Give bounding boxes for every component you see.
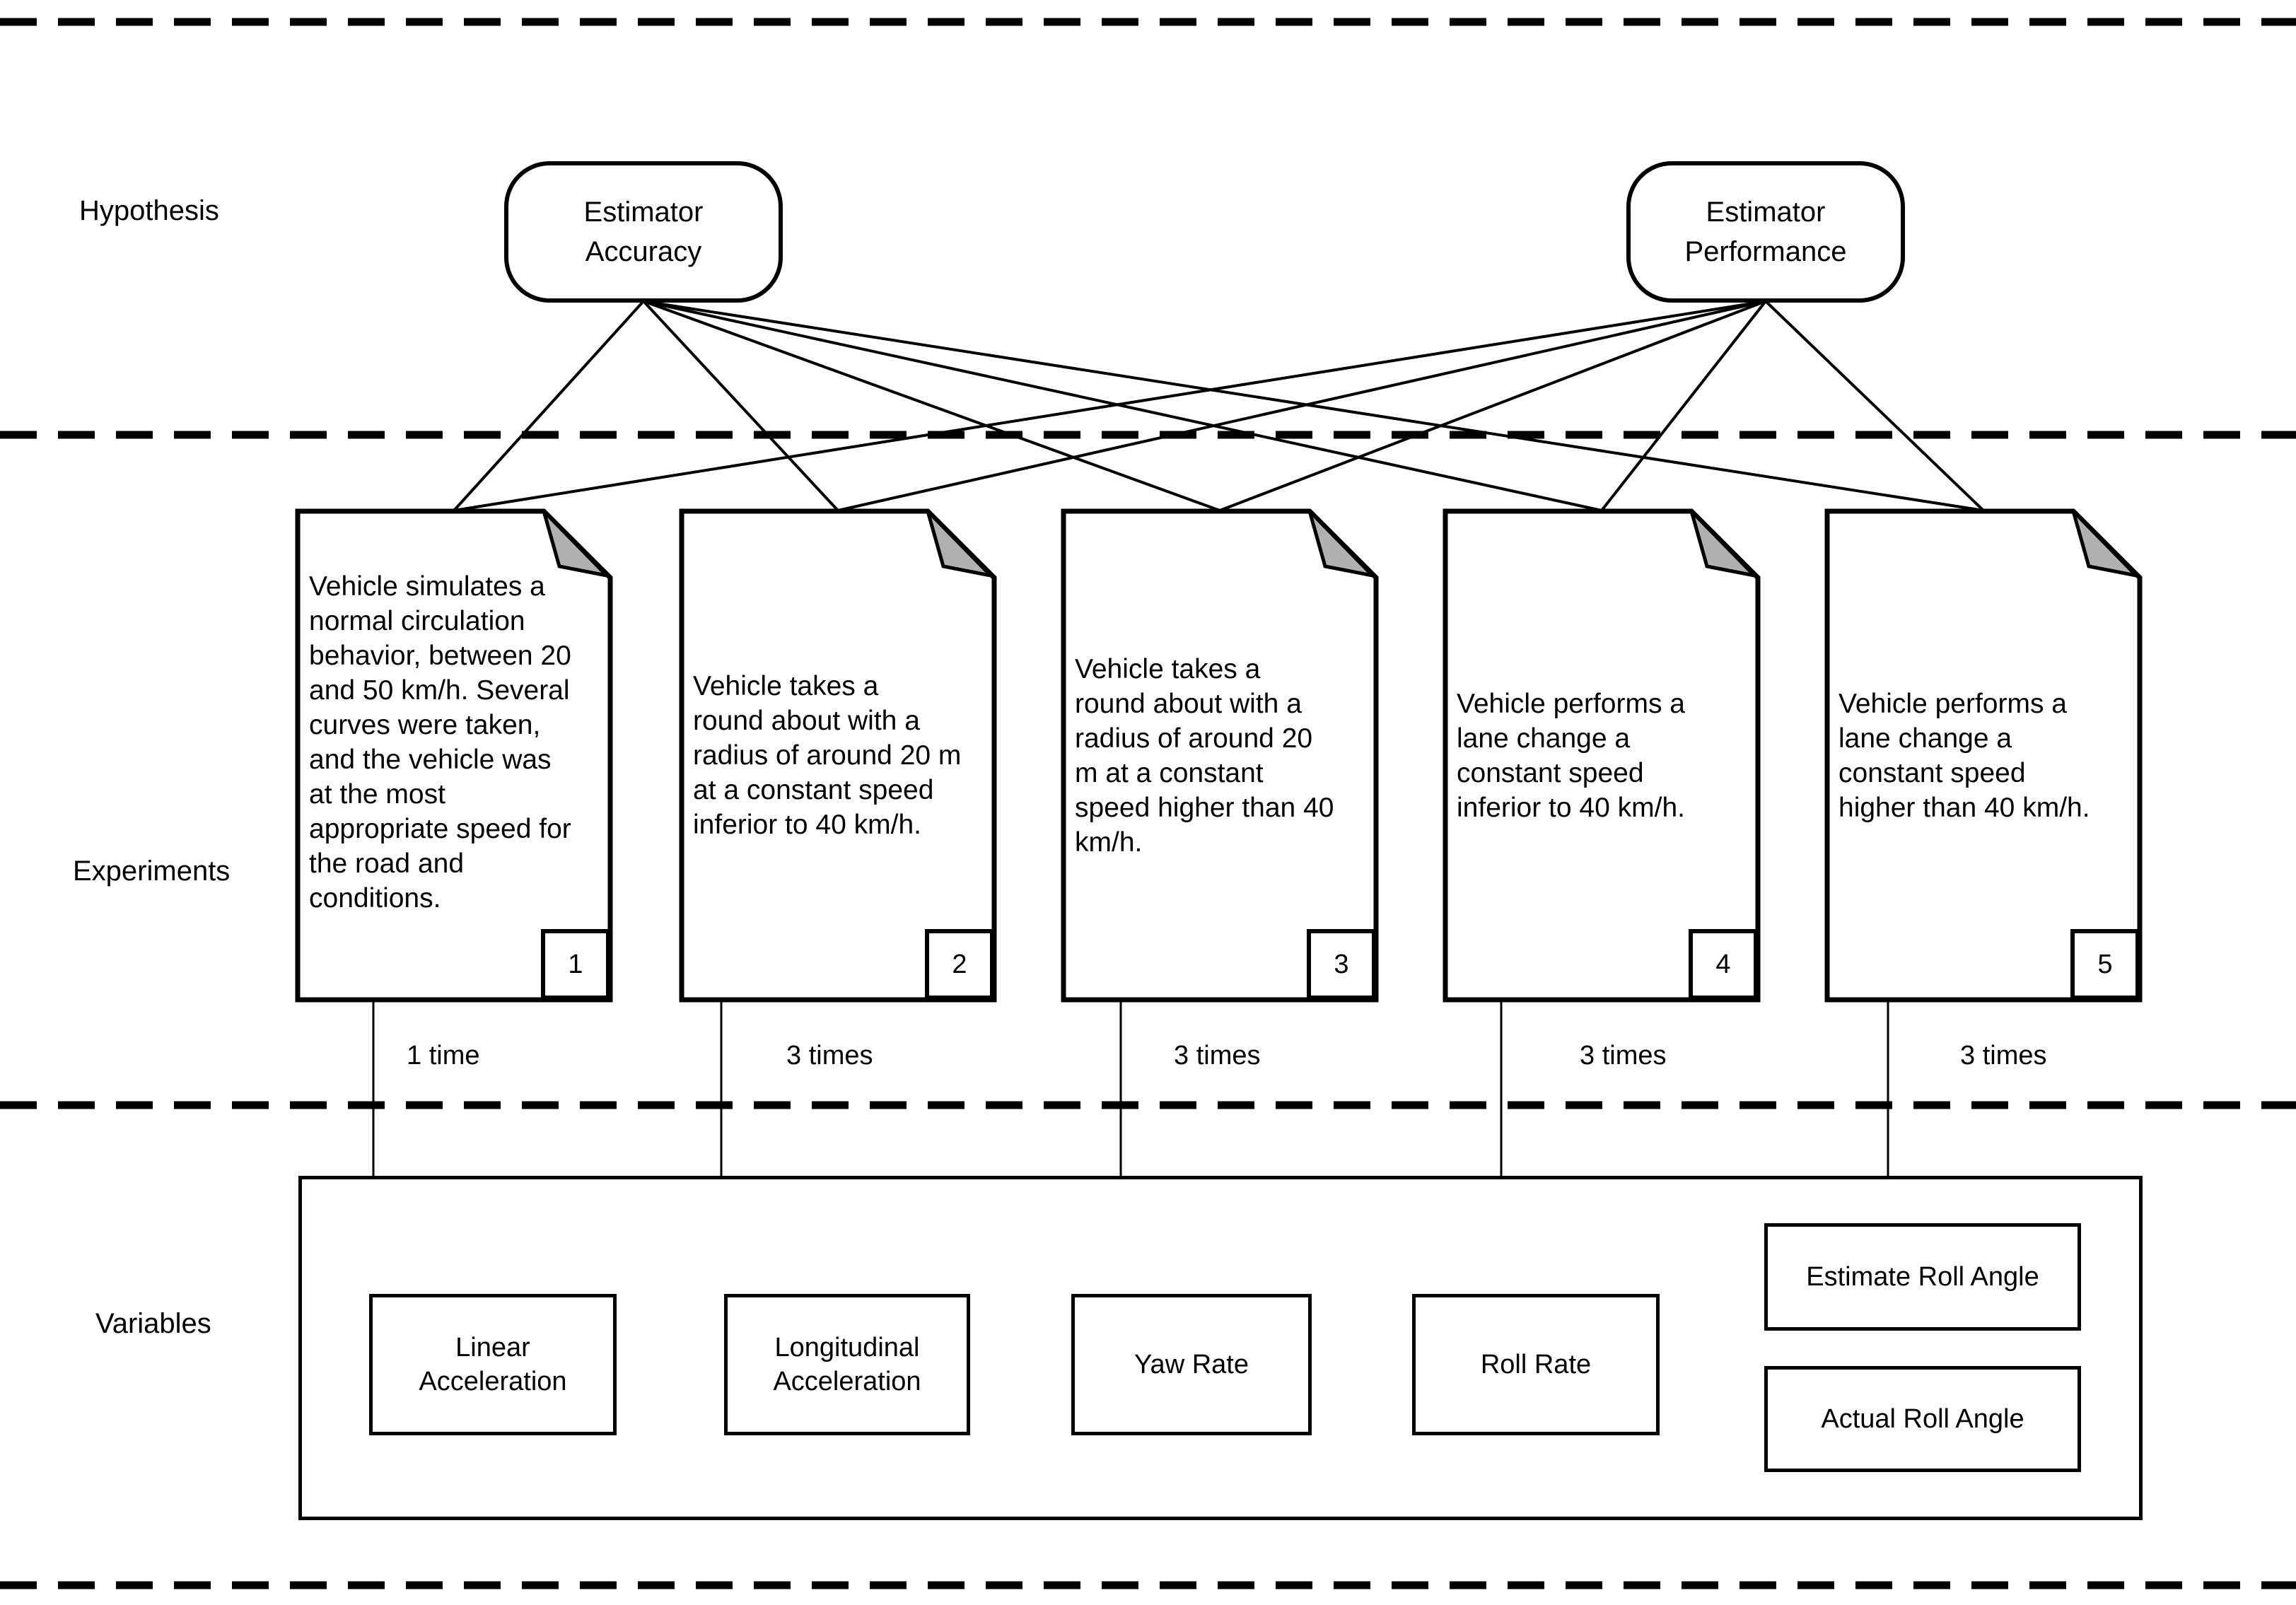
experiment-card-3: Vehicle takes a round about with a radiu… [1061, 508, 1379, 1003]
edge-performance-exp5 [1764, 300, 1985, 512]
folded-corner-icon [1307, 510, 1378, 578]
experiment-number-badge: 3 [1307, 929, 1376, 1000]
edge-performance-exp3 [1219, 300, 1766, 512]
repetition-label-3: 3 times [1174, 1041, 1261, 1070]
edge-accuracy-exp1 [453, 300, 645, 512]
variable-box-estimate-roll-angle: Estimate Roll Angle [1764, 1223, 2081, 1331]
edge-accuracy-exp4 [643, 300, 1602, 512]
edge-performance-exp2 [837, 300, 1766, 512]
variable-box-actual-roll-angle: Actual Roll Angle [1764, 1366, 2081, 1472]
edge-accuracy-exp2 [642, 300, 839, 512]
experiment-card-4: Vehicle performs a lane change a constan… [1443, 508, 1761, 1003]
experiment-number-badge: 5 [2070, 929, 2140, 1000]
variables-band-label: Variables [95, 1308, 211, 1339]
edge-accuracy-exp5 [643, 300, 1984, 512]
folded-corner-icon [2071, 510, 2142, 578]
variable-box-yaw-rate: Yaw Rate [1071, 1294, 1312, 1435]
document-shape [295, 508, 613, 1003]
document-shape [1061, 508, 1379, 1003]
folded-corner-icon [1689, 510, 1760, 578]
repetition-label-2: 3 times [786, 1041, 873, 1070]
experiment-number-badge: 4 [1689, 929, 1758, 1000]
repetition-label-1: 1 time [407, 1041, 480, 1070]
experiments-band-label: Experiments [73, 856, 231, 887]
edge-performance-exp1 [453, 300, 1766, 512]
document-shape [679, 508, 997, 1003]
experiment-card-1: Vehicle simulates a normal circulation b… [295, 508, 613, 1003]
folded-corner-icon [542, 510, 612, 578]
experiment-description: Vehicle simulates a normal circulation b… [309, 571, 571, 914]
document-shape [1443, 508, 1761, 1003]
edge-performance-exp4 [1600, 300, 1767, 512]
experiment-description: Vehicle takes a round about with a radiu… [693, 671, 962, 840]
hypothesis-node-estimator-performance: Estimator Performance [1626, 161, 1905, 303]
hypothesis-node-estimator-accuracy: Estimator Accuracy [504, 161, 783, 303]
variable-box-roll-rate: Roll Rate [1412, 1294, 1660, 1435]
hypothesis-band-label: Hypothesis [79, 195, 219, 226]
experiment-number-badge: 2 [925, 929, 994, 1000]
repetition-label-4: 3 times [1580, 1041, 1667, 1070]
experiment-description: Vehicle takes a round about with a radiu… [1075, 653, 1334, 858]
document-shape [1824, 508, 2143, 1003]
experiment-card-5: Vehicle performs a lane change a constan… [1824, 508, 2143, 1003]
edge-accuracy-exp3 [643, 300, 1220, 512]
experiment-description: Vehicle performs a lane change a constan… [1838, 688, 2090, 823]
variable-box-longitudinal-acceleration: Longitudinal Acceleration [724, 1294, 970, 1435]
experiment-number-badge: 1 [541, 929, 610, 1000]
repetition-label-5: 3 times [1960, 1041, 2047, 1070]
experiment-card-2: Vehicle takes a round about with a radiu… [679, 508, 997, 1003]
folded-corner-icon [926, 510, 996, 578]
experiment-description: Vehicle performs a lane change a constan… [1457, 688, 1685, 823]
variable-box-linear-acceleration: Linear Acceleration [369, 1294, 617, 1435]
